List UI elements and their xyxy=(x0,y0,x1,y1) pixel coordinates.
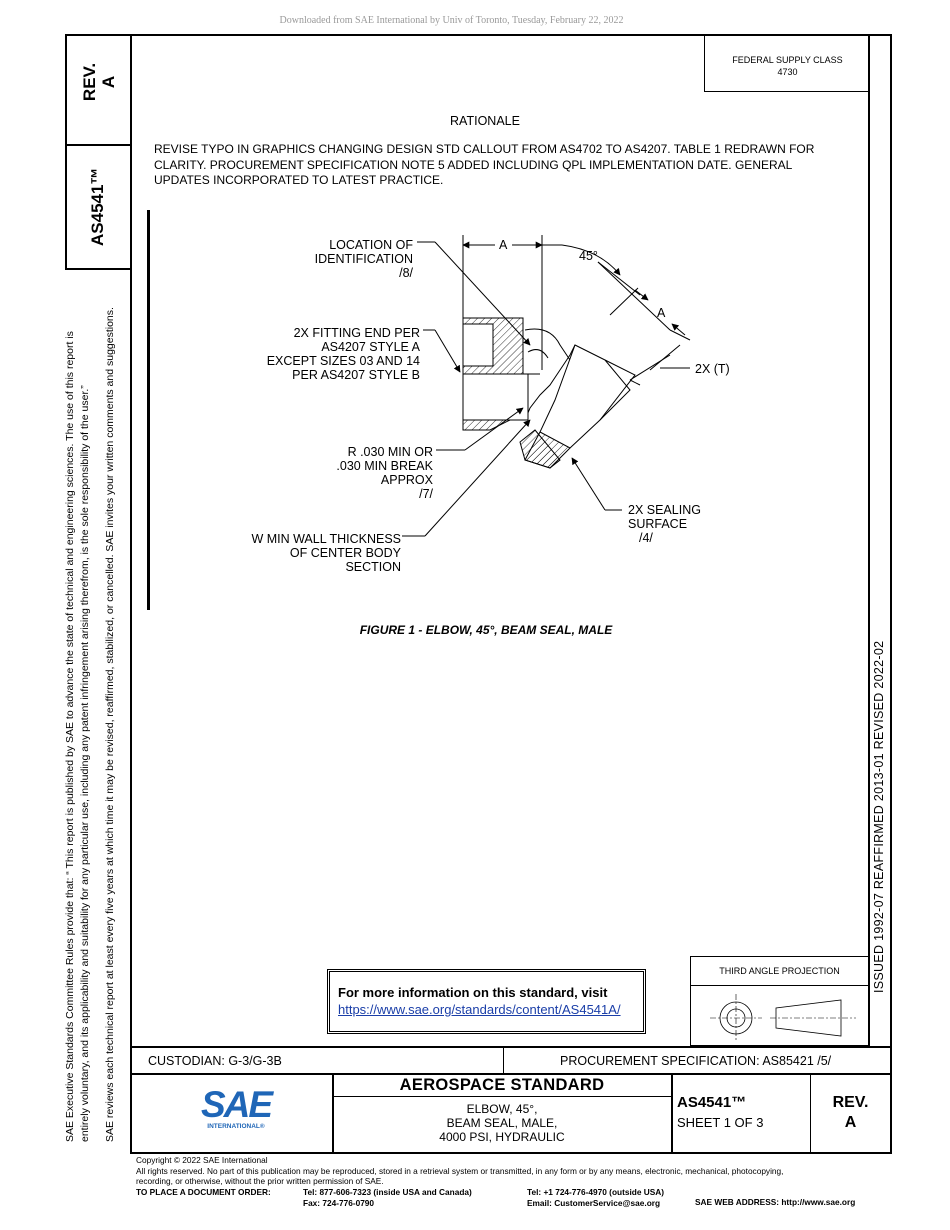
history-strip-border xyxy=(868,34,870,1046)
footer: Copyright © 2022 SAE International All r… xyxy=(136,1155,896,1187)
download-notice: Downloaded from SAE International by Uni… xyxy=(279,15,624,26)
sae-logo-sub: INTERNATIONAL® xyxy=(207,1123,265,1130)
title-rev: REV. A xyxy=(811,1093,890,1133)
projection-label: THIRD ANGLE PROJECTION xyxy=(719,966,840,976)
more-info-text: For more information on this standard, v… xyxy=(338,985,608,1000)
standard-type: AEROSPACE STANDARD xyxy=(399,1076,605,1094)
label-fitting-end: 2X FITTING END PER AS4207 STYLE A EXCEPT… xyxy=(266,326,420,382)
footer-fax: Fax: 724-776-0790 xyxy=(303,1197,375,1208)
side-notice-line1: SAE Executive Standards Committee Rules … xyxy=(64,331,76,1142)
label-location: LOCATION OF IDENTIFICATION /8/ xyxy=(314,238,413,280)
dim-t: 2X (T) xyxy=(695,362,730,376)
footer-rights2: recording, or otherwise, without the pri… xyxy=(136,1176,384,1186)
side-notice-line3: SAE reviews each technical report at lea… xyxy=(104,307,116,1142)
supply-class-box: FEDERAL SUPPLY CLASS 4730 xyxy=(704,34,870,92)
title-doc-number: AS4541™ xyxy=(677,1094,747,1111)
procurement-text: PROCUREMENT SPECIFICATION: AS85421 /5/ xyxy=(560,1054,832,1068)
footer-tel-usa: Tel: 877-606-7323 (inside USA and Canada… xyxy=(303,1187,472,1197)
custodian-row-top xyxy=(130,1046,892,1048)
projection-box: THIRD ANGLE PROJECTION xyxy=(690,956,869,1046)
side-rev-value: A xyxy=(99,75,118,89)
history-text: ISSUED 1992-07 REAFFIRMED 2013-01 REVISE… xyxy=(872,640,886,993)
projection-symbol-icon xyxy=(710,994,856,1040)
sheet-number: SHEET 1 OF 3 xyxy=(677,1115,764,1130)
title-rev-label: REV. xyxy=(832,1094,869,1111)
footer-web[interactable]: SAE WEB ADDRESS: http://www.sae.org xyxy=(695,1197,856,1207)
dim-a-top: A xyxy=(499,238,508,252)
sae-logo-text: SAE xyxy=(200,1084,273,1125)
label-wall-thickness: W MIN WALL THICKNESS OF CENTER BODY SECT… xyxy=(251,532,401,574)
rationale-line1: REVISE TYPO IN GRAPHICS CHANGING DESIGN … xyxy=(154,142,815,156)
label-sealing-surface: 2X SEALING SURFACE /4/ xyxy=(628,503,701,545)
rationale-line3: UPDATES INCORPORATED TO LATEST PRACTICE. xyxy=(154,173,444,187)
sae-logo: SAE INTERNATIONAL® xyxy=(196,1084,276,1130)
dim-angle: 45° xyxy=(579,249,598,263)
side-docnum-box xyxy=(65,144,132,270)
elbow-fitting-drawing xyxy=(402,235,691,537)
side-rev-text: REV. xyxy=(80,62,99,102)
footer-order-label: TO PLACE A DOCUMENT ORDER: xyxy=(136,1187,271,1197)
footer-email[interactable]: Email: CustomerService@sae.org xyxy=(527,1197,661,1208)
side-rev-label: REV. A xyxy=(80,52,118,112)
title-rev-value: A xyxy=(844,1114,857,1131)
page-frame xyxy=(130,34,892,1154)
desc-line1: ELBOW, 45°, xyxy=(466,1102,538,1116)
rationale-text: REVISE TYPO IN GRAPHICS CHANGING DESIGN … xyxy=(154,142,864,189)
title-row-top xyxy=(130,1073,892,1075)
side-notice-line2: entirely voluntary, and its applicabilit… xyxy=(79,385,91,1142)
supply-class-line2: 4730 xyxy=(777,67,798,77)
desc-divider xyxy=(671,1073,673,1153)
footer-contact-outside: Tel: +1 724-776-4970 (outside USA) Email… xyxy=(527,1187,664,1208)
logo-divider xyxy=(332,1073,334,1153)
footer-tel-outside: Tel: +1 724-776-4970 (outside USA) xyxy=(527,1187,665,1197)
dim-a-diagonal: A xyxy=(657,306,666,320)
custodian-divider xyxy=(503,1046,504,1074)
side-doc-number: AS4541™ xyxy=(88,167,107,246)
standard-type-underline xyxy=(333,1096,671,1097)
rationale-heading: RATIONALE xyxy=(450,114,520,128)
title-description: ELBOW, 45°, BEAM SEAL, MALE, 4000 PSI, H… xyxy=(333,1102,671,1144)
footer-rights1: All rights reserved. No part of this pub… xyxy=(136,1165,784,1176)
footer-contact-usa: Tel: 877-606-7323 (inside USA and Canada… xyxy=(303,1187,472,1208)
label-radius: R .030 MIN OR .030 MIN BREAK APPROX /7/ xyxy=(336,445,433,501)
more-info-box: For more information on this standard, v… xyxy=(327,969,646,1034)
footer-copyright: Copyright © 2022 SAE International xyxy=(136,1155,268,1165)
desc-line3: 4000 PSI, HYDRAULIC xyxy=(439,1130,565,1144)
desc-line2: BEAM SEAL, MALE, xyxy=(446,1116,558,1130)
rationale-line2: CLARITY. PROCUREMENT SPECIFICATION NOTE … xyxy=(154,157,793,172)
figure-caption: FIGURE 1 - ELBOW, 45°, BEAM SEAL, MALE xyxy=(359,623,613,637)
change-bar xyxy=(147,210,150,610)
rev-divider xyxy=(810,1073,811,1153)
supply-class-line1: FEDERAL SUPPLY CLASS xyxy=(732,55,843,65)
custodian-text: CUSTODIAN: G-3/G-3B xyxy=(148,1054,282,1068)
more-info-link[interactable]: https://www.sae.org/standards/content/AS… xyxy=(338,1002,621,1017)
